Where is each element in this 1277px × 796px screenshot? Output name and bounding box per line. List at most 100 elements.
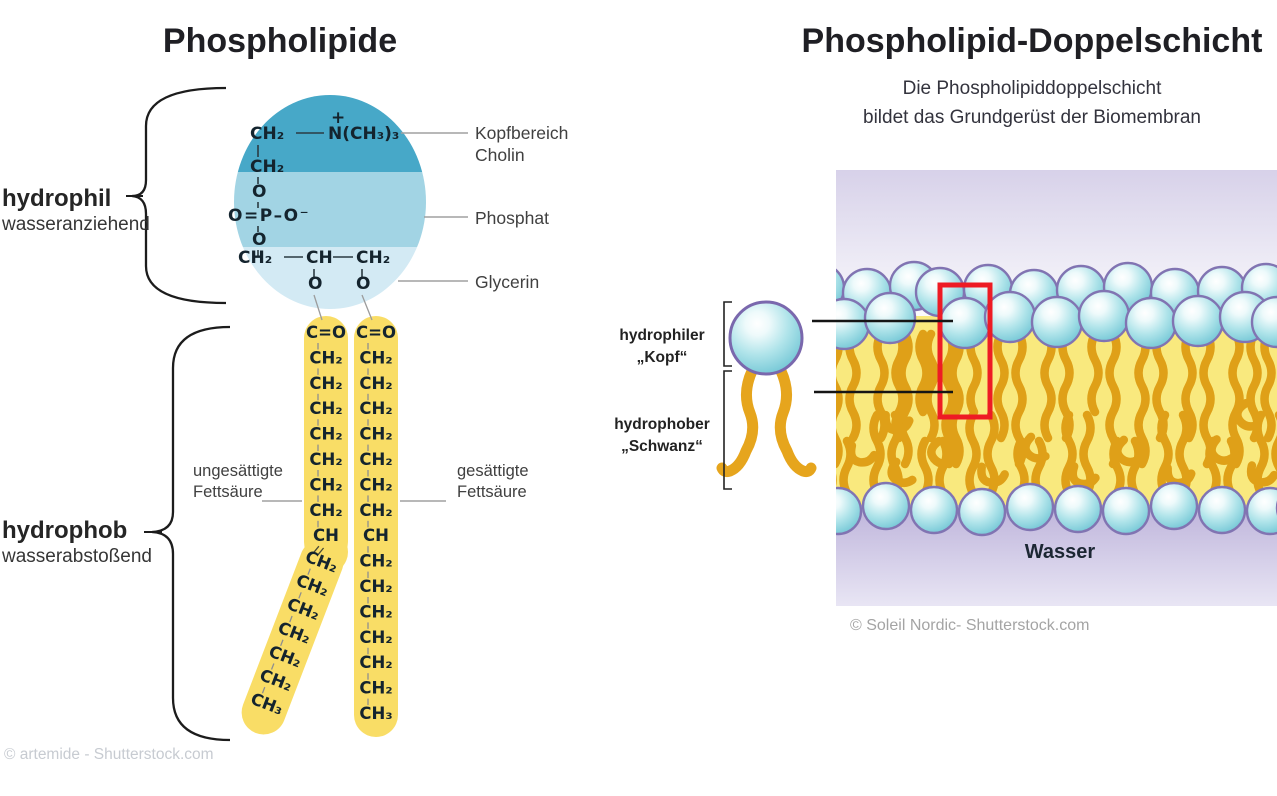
schwanz-bracket xyxy=(723,370,732,490)
tail-squiggle xyxy=(881,410,914,435)
lipid-tail xyxy=(917,436,933,498)
chain-formula: CH₂ xyxy=(359,425,392,444)
hydrophob-sublabel: wasserabstoßend xyxy=(2,546,152,567)
lipid-tail xyxy=(1061,410,1077,498)
copyright-right: © Soleil Nordic- Shutterstock.com xyxy=(850,617,1090,634)
head-circle xyxy=(234,95,426,309)
chain-bond xyxy=(270,663,275,670)
chain-formula: CH₂ xyxy=(359,602,392,621)
formula-o: O xyxy=(356,274,370,294)
lipid-tail xyxy=(1040,329,1056,443)
glycerin-annotation: Glycerin xyxy=(475,272,540,292)
tail-squiggle xyxy=(977,462,1009,487)
chain-formula: CH₂ xyxy=(309,425,342,444)
membrane-head-sphere xyxy=(909,485,959,535)
lipid-tail xyxy=(836,473,837,487)
right-title: Phospholipid-Doppelschicht xyxy=(801,22,1263,60)
membrane-head-sphere xyxy=(1030,295,1084,349)
phosphat-band xyxy=(234,172,426,247)
chain-formula: C=O xyxy=(356,323,396,342)
membrane-head-sphere xyxy=(1124,296,1178,350)
formula-o: O xyxy=(308,274,322,294)
membrane-head-sphere xyxy=(863,291,917,345)
phospholipid-icon xyxy=(716,300,817,490)
chain-formula: CH₂ xyxy=(359,653,392,672)
lipid-tail xyxy=(1199,329,1215,469)
membrane-head-sphere xyxy=(1245,486,1277,536)
lipid-tail xyxy=(1228,329,1244,469)
chain-formula: CH₂ xyxy=(309,399,342,418)
chain-formula: CH₂ xyxy=(359,628,392,647)
tail-squiggle xyxy=(1207,435,1237,465)
saturated-chain-pill xyxy=(354,316,398,737)
tail-squiggle xyxy=(1113,435,1141,467)
chain-formula: CH₃ xyxy=(359,704,392,723)
lipid-tail xyxy=(941,329,957,469)
chain-formula: CH₂ xyxy=(359,374,392,393)
chain-formula: CH₂ xyxy=(309,450,342,469)
chain-formula: CH₂ xyxy=(309,501,342,520)
lipid-tail xyxy=(1087,329,1103,417)
formula-o: O xyxy=(252,182,266,202)
lipid-tail xyxy=(915,329,931,417)
lipid-tail xyxy=(1181,329,1197,443)
hydrophil-brace xyxy=(131,86,227,305)
membrane-head-sphere xyxy=(861,481,911,531)
chain-bond xyxy=(307,568,311,575)
chain-formula: CH₂ xyxy=(359,552,392,571)
lipid-tail xyxy=(965,410,981,498)
chain-formula: C=O xyxy=(306,323,346,342)
formula-choline-n: N(CH₃)₃ xyxy=(328,124,399,144)
hydrophober-schwanz-label: hydrophober „Schwanz“ xyxy=(614,416,710,455)
chain-bond xyxy=(261,686,266,694)
chain-formula: CH₂ xyxy=(359,501,392,520)
saturated-label: gesättigte Fettsäure xyxy=(457,462,529,501)
formula-ch2: CH₂ xyxy=(356,248,390,268)
lipid-tail xyxy=(1127,436,1143,498)
icon-head-sphere xyxy=(728,300,804,376)
lipid-tail xyxy=(1223,436,1239,498)
lipid-tail xyxy=(948,329,964,469)
unsaturated-chain-pill-straight xyxy=(304,316,348,564)
membrane-head-sphere xyxy=(836,486,863,536)
left-molecule-diagram: CH₂ CH₂ CH₂ CH₂ CH₂ CH₂ CH₃ C=O CH₂ CH₂ CH₂ CH₂ CH₂… xyxy=(126,86,468,742)
tail-squiggle xyxy=(1233,399,1259,431)
kopfbereich-annotation: Kopfbereich Cholin xyxy=(475,122,568,166)
formula-ch2: CH₂ xyxy=(238,248,272,268)
tail-squiggle xyxy=(887,457,917,488)
chain-formula: CH xyxy=(363,526,389,545)
membrane-head-sphere xyxy=(1250,295,1277,349)
ester-link-right xyxy=(361,294,373,321)
membrane-head-sphere xyxy=(1077,289,1131,343)
chain-formula: CH₂ xyxy=(359,450,392,469)
lipid-tail xyxy=(993,329,1009,443)
chain-formula: CH₂ xyxy=(359,399,392,418)
membrane-head-sphere xyxy=(1101,486,1151,536)
phosphat-annotation: Phosphat xyxy=(475,208,549,228)
chain-bond xyxy=(280,639,284,647)
saturated-chain-formulas: C=OCH₂CH₂CH₂CH₂CH₂CH₂CH₂CHCH₂CH₂CH₂CH₂CH… xyxy=(356,323,396,723)
unsaturated-label: ungesättigte Fettsäure xyxy=(193,462,283,501)
membrane-head-sphere xyxy=(836,297,871,351)
bilayer-diagram xyxy=(716,170,1277,606)
membrane-head-sphere xyxy=(938,296,992,350)
head-bonds xyxy=(257,132,373,321)
lipid-tail xyxy=(836,329,843,469)
hydrophob-brace xyxy=(151,325,231,742)
chain-formula: CH₂ xyxy=(359,679,392,698)
formula-ch2: CH₂ xyxy=(250,157,284,177)
formula-ch2: CH₂ xyxy=(250,124,284,144)
membrane-head-sphere xyxy=(1171,294,1225,348)
kopf-bracket xyxy=(723,301,732,367)
kopfbereich-line2: Cholin xyxy=(475,145,525,165)
chain-formula: CH₂ xyxy=(309,374,342,393)
copyright-left: © artemide - Shutterstock.com xyxy=(4,746,214,763)
lipid-tail xyxy=(1157,410,1173,498)
chain-formula: CH₂ xyxy=(309,475,342,494)
right-subtitle: Die Phospholipiddoppelschicht bildet das… xyxy=(863,78,1201,128)
tail-squiggle xyxy=(846,441,879,467)
formula-plus-charge: + xyxy=(331,108,345,128)
hydrophob-label: hydrophob xyxy=(2,517,128,544)
